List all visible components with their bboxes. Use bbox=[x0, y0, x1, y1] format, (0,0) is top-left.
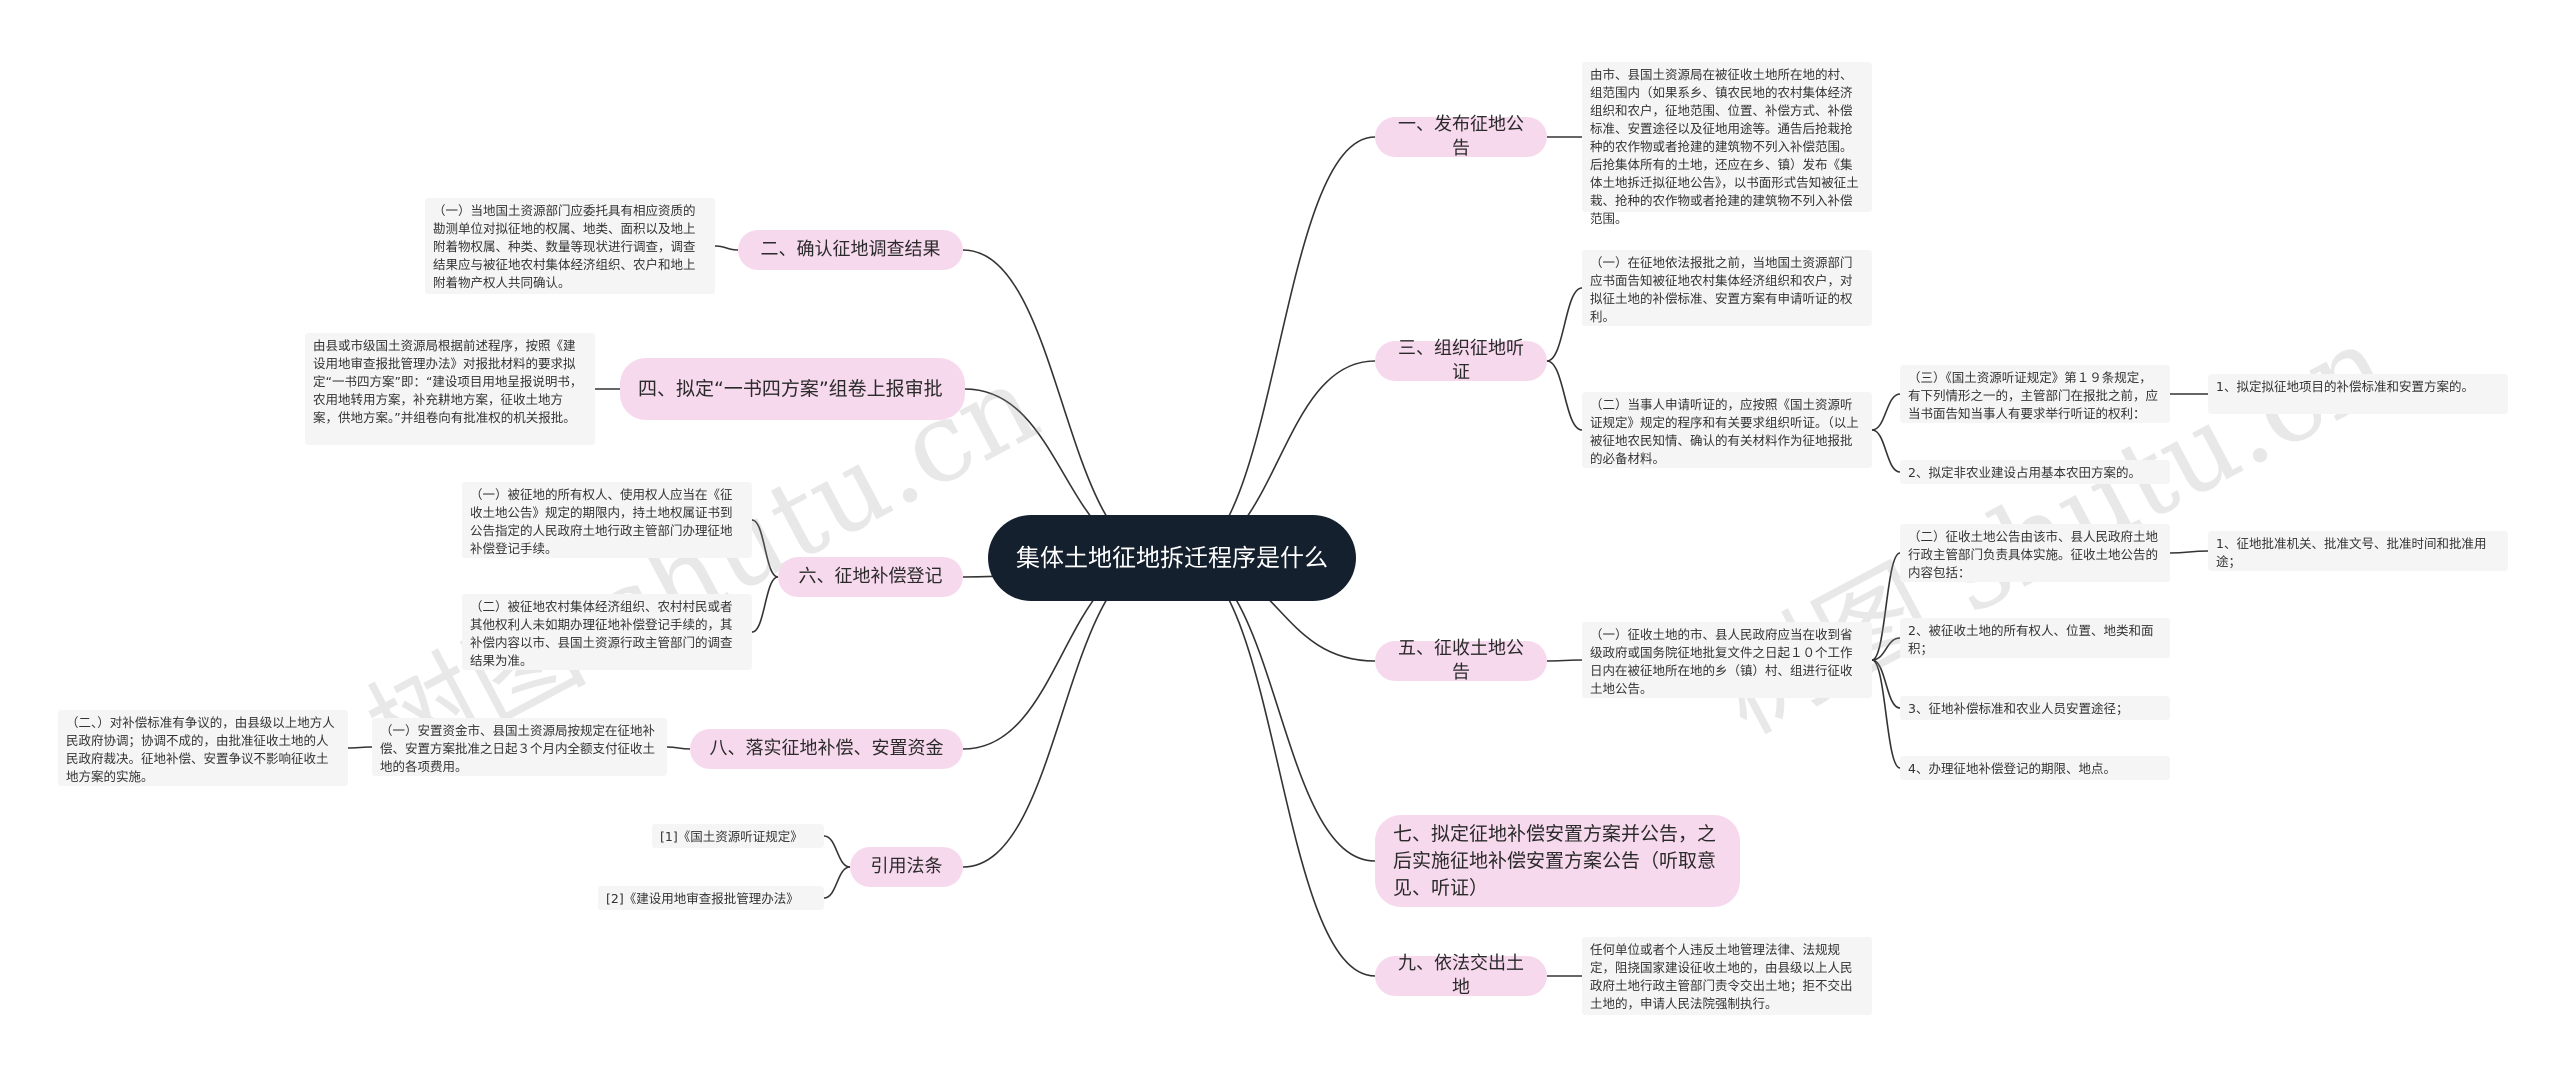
leaf-notice-implementation: （二）征收土地公告由该市、县人民政府土地行政主管部门负责具体实施。征收土地公告的… bbox=[1900, 524, 2170, 582]
leaf-hearing-rule-19: （三）《国土资源听证规定》第１９条规定，有下列情形之一的，主管部门在报批之前，应… bbox=[1900, 365, 2170, 423]
leaf-hand-over-detail: 任何单位或者个人违反土地管理法律、法规规定，阻挠国家建设征收土地的，由县级以上人… bbox=[1582, 937, 1872, 1015]
leaf-notice-content-3: 3、征地补偿标准和农业人员安置途径； bbox=[1900, 696, 2170, 720]
connector-center-n-b10 bbox=[962, 557, 1163, 868]
connector-n-b5t1a-n-b5t1a1 bbox=[2169, 550, 2209, 554]
leaf-funding-dispute: （二、）对补偿标准有争议的，由县级以上地方人民政府协调；协调不成的，由批准征收土… bbox=[58, 710, 348, 786]
connector-center-n-b9 bbox=[1181, 557, 1376, 977]
connector-n-b10-n-ref1 bbox=[823, 835, 851, 868]
branch-expropriation-notice[interactable]: 五、征收土地公告 bbox=[1375, 638, 1547, 683]
connector-n-b3t2-n-b3t2b bbox=[1871, 429, 1901, 473]
connector-n-b3-n-b3t2 bbox=[1546, 360, 1583, 431]
connector-center-n-b2 bbox=[962, 249, 1163, 559]
connector-center-n-b7 bbox=[1181, 557, 1376, 862]
leaf-registration-default: （二）被征地农村集体经济组织、农村村民或者其他权利人未如期办理征地补偿登记手续的… bbox=[462, 594, 752, 670]
connector-n-b8t1-n-b8t1a bbox=[347, 746, 373, 749]
leaf-funding-payment: （一）安置资金市、县国土资源局按规定在征地补偿、安置方案批准之日起３个月内全额支… bbox=[372, 718, 667, 776]
connector-n-b10-n-ref2 bbox=[823, 866, 851, 899]
branch-compensation-plan[interactable]: 七、拟定征地补偿安置方案并公告，之后实施征地补偿安置方案公告（听取意见、听证） bbox=[1375, 815, 1740, 907]
leaf-reference-1[interactable]: [1]《国土资源听证规定》 bbox=[652, 824, 824, 848]
branch-hearing[interactable]: 三、组织征地听证 bbox=[1375, 338, 1547, 383]
connector-n-b5t1-n-b5t1b bbox=[1871, 637, 1901, 661]
connector-center-n-b1 bbox=[1181, 136, 1376, 559]
connector-n-b5-n-b5t1 bbox=[1546, 659, 1583, 662]
leaf-survey-detail: （一）当地国土资源部门应委托具有相应资质的勘测单位对拟征地的权属、地类、面积以及… bbox=[425, 198, 715, 294]
leaf-publish-notice-detail: 由市、县国土资源局在被征收土地所在地的村、组范围内（如果系乡、镇农民地的农村集体… bbox=[1582, 62, 1872, 226]
connector-n-b8-n-b8t1 bbox=[666, 746, 691, 750]
branch-funding[interactable]: 八、落实征地补偿、安置资金 bbox=[690, 729, 963, 769]
leaf-notice-deadline: （一）征收土地的市、县人民政府应当在收到省级政府或国务院征地批复文件之日起１０个… bbox=[1582, 622, 1872, 698]
connector-n-b3-n-b3t1 bbox=[1546, 287, 1583, 362]
connector-n-b5t1-n-b5t1c bbox=[1871, 659, 1901, 709]
leaf-notice-content-1: 1、征地批准机关、批准文号、批准时间和批准用途； bbox=[2208, 531, 2508, 571]
branch-publish-notice[interactable]: 一、发布征地公告 bbox=[1375, 114, 1547, 159]
branch-compensation-registration[interactable]: 六、征地补偿登记 bbox=[778, 557, 963, 597]
connector-n-b5t1-n-b5t1d bbox=[1871, 659, 1901, 769]
leaf-reference-2[interactable]: [2]《建设用地审查报批管理办法》 bbox=[598, 886, 824, 910]
leaf-notice-content-4: 4、办理征地补偿登记的期限、地点。 bbox=[1900, 756, 2170, 780]
connector-n-b2-n-b2t bbox=[714, 245, 739, 251]
leaf-hearing-case-2: 2、拟定非农业建设占用基本农田方案的。 bbox=[1900, 460, 2170, 484]
central-topic[interactable]: 集体土地征地拆迁程序是什么 bbox=[988, 515, 1356, 601]
leaf-registration-holders: （一）被征地的所有权人、使用权人应当在《征收土地公告》规定的期限内，持土地权属证… bbox=[462, 482, 752, 558]
leaf-notice-content-2: 2、被征收土地的所有权人、位置、地类和面积； bbox=[1900, 618, 2170, 658]
branch-submit-approval[interactable]: 四、拟定“一书四方案”组卷上报审批 bbox=[620, 358, 965, 420]
leaf-hearing-notify: （一）在征地依法报批之前，当地国土资源部门应书面告知被征地农村集体经济组织和农户… bbox=[1582, 250, 1872, 326]
connector-n-b3t2-n-b3t2a bbox=[1871, 393, 1901, 431]
connector-n-b6-n-b6t2 bbox=[751, 576, 779, 633]
connector-n-b6-n-b6t1 bbox=[751, 519, 779, 578]
leaf-hearing-procedure: （二）当事人申请听证的，应按照《国土资源听证规定》规定的程序和有关要求组织听证。… bbox=[1582, 392, 1872, 468]
branch-legal-references[interactable]: 引用法条 bbox=[850, 847, 963, 887]
leaf-approval-detail: 由县或市级国土资源局根据前述程序，按照《建设用地审查报批管理办法》对报批材料的要… bbox=[305, 333, 595, 445]
branch-confirm-survey[interactable]: 二、确认征地调查结果 bbox=[738, 230, 963, 270]
leaf-hearing-case-1: 1、拟定拟征地项目的补偿标准和安置方案的。 bbox=[2208, 374, 2508, 414]
connector-n-b5t1-n-b5t1a bbox=[1871, 552, 1901, 661]
branch-hand-over-land[interactable]: 九、依法交出土地 bbox=[1375, 953, 1547, 998]
